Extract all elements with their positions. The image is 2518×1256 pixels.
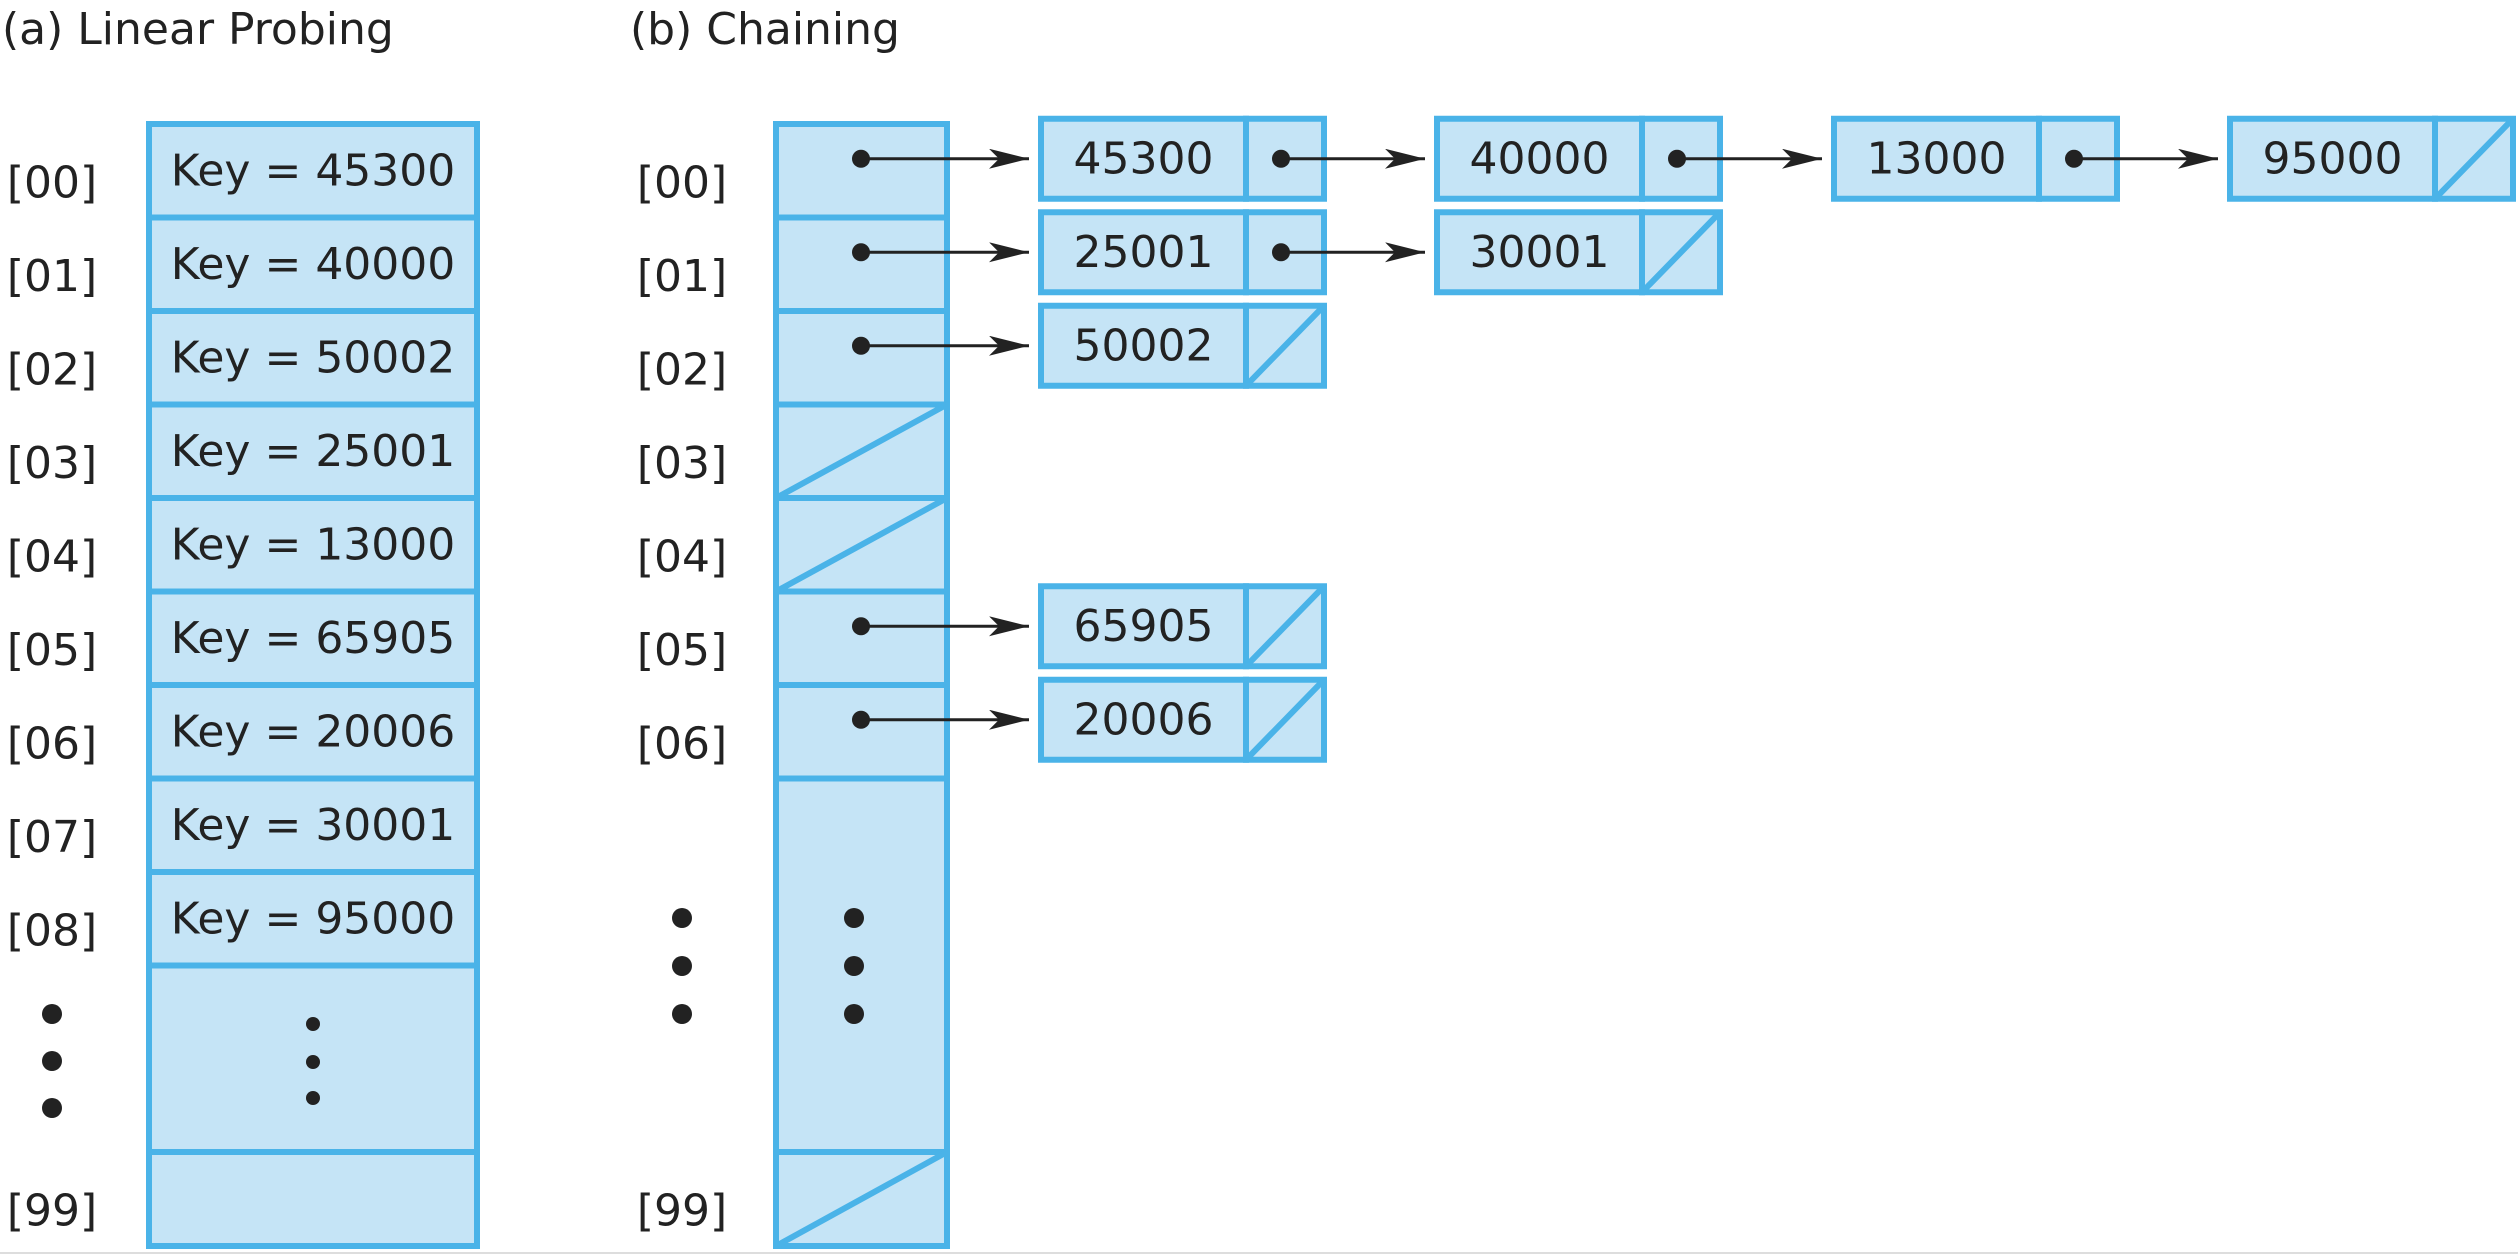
- chain-null-slash-5: [1243, 584, 1327, 669]
- chain-null-slash-0: [2432, 116, 2516, 201]
- chain-node-key-1-1: [1434, 209, 1645, 296]
- chain-nodes: 45300 40000 13000 95000 25001 30001 50002 65905…: [1038, 115, 2516, 763]
- ch-index-3: [03]: [637, 438, 727, 489]
- lp-index-8: [08]: [7, 905, 97, 956]
- ch-ellipsis-dot-2: [844, 1004, 864, 1024]
- ch-index-1: [01]: [637, 251, 727, 302]
- lp-key-5: Key = 65905: [171, 613, 456, 664]
- chain-node-key-5-0: [1038, 583, 1249, 670]
- lp-index-ellipsis-dot-0: [42, 1004, 62, 1024]
- chain-node-value-0-3: 95000: [2263, 133, 2403, 184]
- lp-key-6: Key = 20006: [171, 706, 456, 757]
- chain-null-slash-1: [1639, 210, 1723, 295]
- lp-index-7: [07]: [7, 812, 97, 863]
- chain-node-key-0-0: [1038, 115, 1249, 202]
- ch-ellipsis-dot-1: [844, 956, 864, 976]
- lp-key-8: Key = 95000: [171, 893, 456, 944]
- chain-node-value-1-0: 25001: [1074, 227, 1214, 278]
- ch-bucket-1: [773, 214, 950, 314]
- ch-index-ellipsis-dot-2: [672, 1004, 692, 1024]
- chain-null-slash-6: [1243, 677, 1327, 762]
- chain-node-value-0-0: 45300: [1074, 133, 1214, 184]
- lp-key-0: Key = 45300: [171, 145, 456, 196]
- lp-index-2: [02]: [7, 344, 97, 395]
- chaining-table: [00] [01] [02] [03] [04] [05] [06] [99]: [637, 121, 1029, 1249]
- chain-node-value-5-0: 65905: [1074, 601, 1214, 652]
- chaining-title: (b) Chaining: [630, 4, 900, 55]
- ch-index-ellipsis-dot-0: [672, 908, 692, 928]
- lp-index-ellipsis-dot-2: [42, 1098, 62, 1118]
- ch-index-4: [04]: [637, 531, 727, 582]
- chain-node-key-1-0: [1038, 209, 1249, 296]
- lp-key-3: Key = 25001: [171, 426, 456, 477]
- lp-slot-99: [146, 1149, 480, 1249]
- ch-index-0: [00]: [637, 157, 727, 208]
- lp-index-3: [03]: [7, 438, 97, 489]
- ch-index-6: [06]: [637, 718, 727, 769]
- lp-index-ellipsis-dot-1: [42, 1051, 62, 1071]
- linear-probing-title: (a) Linear Probing: [2, 4, 394, 55]
- lp-index-0: [00]: [7, 157, 97, 208]
- linear-probing-table: [00] Key = 45300 [01] Key = 40000 [02] Key = …: [7, 121, 480, 1249]
- chain-node-value-2-0: 50002: [1074, 320, 1214, 371]
- lp-index-1: [01]: [7, 251, 97, 302]
- ch-index-99: [99]: [637, 1186, 727, 1237]
- chain-node-key-2-0: [1038, 302, 1249, 389]
- chain-node-value-0-2: 13000: [1867, 133, 2007, 184]
- ch-bucket-6: [773, 682, 950, 782]
- lp-key-2: Key = 50002: [171, 332, 456, 383]
- lp-key-1: Key = 40000: [171, 239, 456, 290]
- ch-index-5: [05]: [637, 625, 727, 676]
- chain-node-key-0-3: [2227, 115, 2438, 202]
- chain-node-value-6-0: 20006: [1074, 694, 1214, 745]
- ch-null-slash-99: [774, 1149, 949, 1249]
- lp-index-99: [99]: [7, 1186, 97, 1237]
- ch-bucket-2: [773, 308, 950, 408]
- ch-bucket-0: [773, 121, 950, 221]
- ch-null-slash-3: [774, 401, 949, 501]
- lp-ellipsis-dot-0: [306, 1017, 320, 1031]
- lp-index-5: [05]: [7, 625, 97, 676]
- ch-ellipsis-dot-0: [844, 908, 864, 928]
- lp-ellipsis-dot-1: [306, 1055, 320, 1069]
- chain-null-slash-2: [1243, 303, 1327, 388]
- lp-key-7: Key = 30001: [171, 800, 456, 851]
- lp-slot-3: [146, 401, 480, 501]
- lp-key-4: Key = 13000: [171, 519, 456, 570]
- chain-node-value-1-1: 30001: [1470, 227, 1610, 278]
- ch-index-ellipsis-dot-1: [672, 956, 692, 976]
- lp-index-6: [06]: [7, 718, 97, 769]
- lp-index-4: [04]: [7, 531, 97, 582]
- lp-ellipsis-dot-2: [306, 1091, 320, 1105]
- lp-slot-5: [146, 588, 480, 688]
- ch-index-2: [02]: [637, 344, 727, 395]
- lp-slot-7: [146, 775, 480, 875]
- chain-node-value-0-1: 40000: [1470, 133, 1610, 184]
- ch-null-slash-4: [774, 495, 949, 595]
- ch-bucket-5: [773, 588, 950, 688]
